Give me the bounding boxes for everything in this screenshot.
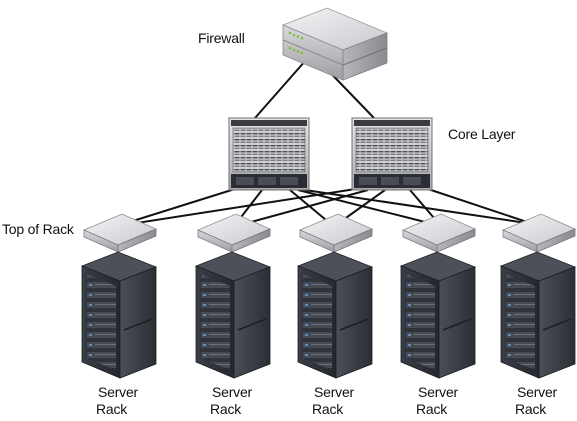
server-rack-label-line1: Server [97,384,139,400]
rack-column-2 [194,213,272,379]
core-switch-right [351,117,433,191]
top-of-rack-label: Top of Rack [2,221,74,237]
core-switch-left [228,117,310,191]
link-core-left-tor-1 [119,187,239,226]
link-firewall-core-left [254,59,307,119]
link-core-right-tor-5 [424,187,537,226]
top-of-rack-switch [501,213,577,253]
server-rack-label-line2: Rack [416,401,448,417]
top-of-rack-switch [401,213,477,253]
server-rack-label-2: Server Rack [197,384,267,418]
rack-column-5 [499,213,577,379]
top-of-rack-switch [196,213,272,253]
link-core-right-tor-1 [123,187,363,226]
top-of-rack-switch [298,213,374,253]
server-rack [499,251,577,379]
core-layer-label: Core Layer [448,126,516,142]
server-rack [80,251,158,379]
server-rack [194,251,272,379]
server-rack-label-5: Server Rack [502,384,572,418]
firewall-label: Firewall [198,30,245,46]
server-rack-label-line1: Server [211,384,253,400]
rack-column-3 [296,213,374,379]
top-of-rack-switch [82,213,158,253]
server-rack [296,251,374,379]
server-rack-label-line1: Server [417,384,459,400]
server-rack-label-line2: Rack [210,401,242,417]
rack-column-1 [80,213,158,379]
firewall-status-leds [288,31,304,55]
network-links [119,59,541,226]
server-rack-label-line1: Server [313,384,355,400]
server-rack-label-3: Server Rack [299,384,369,418]
link-core-right-tor-2 [239,189,369,226]
server-rack-label-line1: Server [516,384,558,400]
rack-column-4 [399,213,477,379]
server-rack-label-1: Server Rack [83,384,153,418]
server-rack-label-line2: Rack [312,401,344,417]
server-rack-label-4: Server Rack [403,384,473,418]
server-rack [399,251,477,379]
server-rack-label-line2: Rack [515,401,547,417]
firewall-device [281,7,389,81]
link-core-left-tor-4 [297,189,438,226]
server-rack-label-line2: Rack [96,401,128,417]
